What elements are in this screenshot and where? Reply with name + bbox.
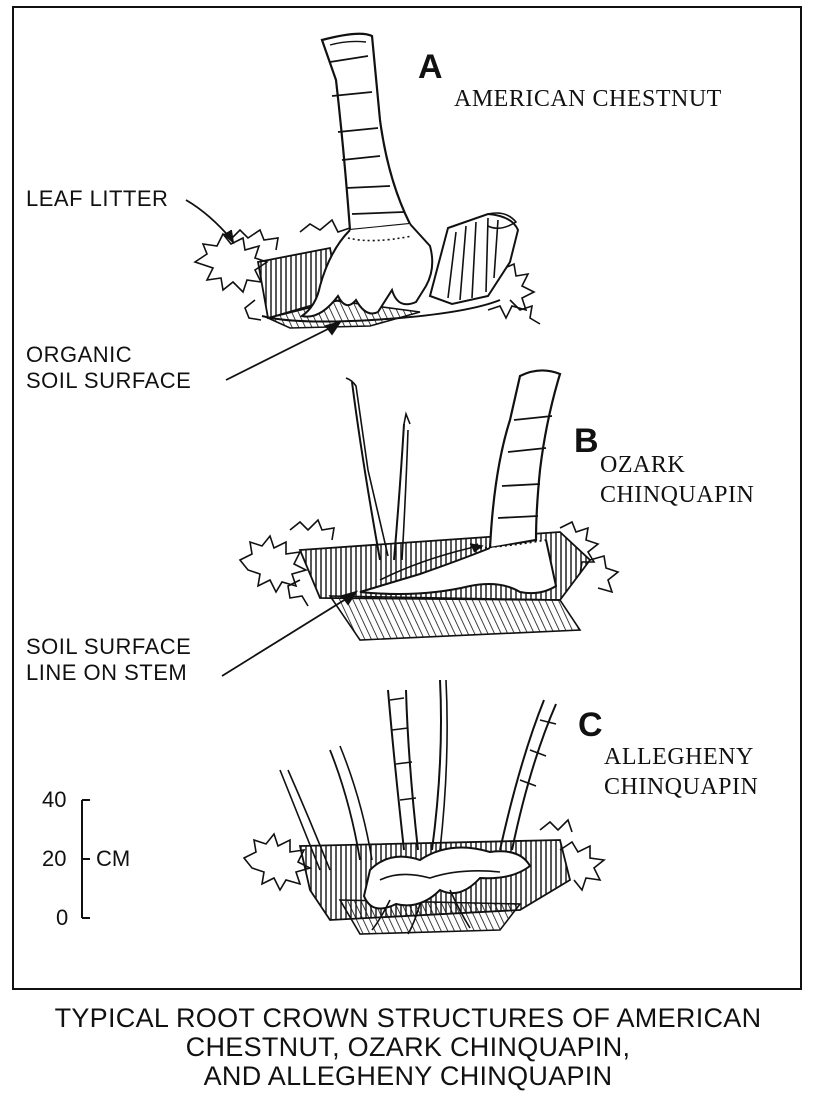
caption-line: CHESTNUT, OZARK CHINQUAPIN, [185, 1032, 631, 1062]
figure-caption: TYPICAL ROOT CROWN STRUCTURES OF AMERICA… [0, 1004, 816, 1091]
scale-unit: CM [96, 846, 131, 871]
panel-c-letter: C [578, 706, 603, 744]
organic-soil-label: ORGANIC SOIL SURFACE [26, 342, 191, 394]
panel-a-drawing [193, 32, 541, 329]
species-line: OZARK [600, 452, 686, 478]
panel-a-letter: A [418, 48, 443, 86]
panel-b-drawing [238, 369, 620, 641]
species-line: CHINQUAPIN [604, 774, 759, 800]
species-line: ALLEGHENY [604, 744, 754, 770]
scale-tick-40: 40 [42, 787, 67, 812]
caption-line: AND ALLEGHENY CHINQUAPIN [203, 1061, 613, 1091]
leaf-litter-pointer [185, 199, 235, 245]
species-line: CHINQUAPIN [600, 482, 755, 508]
panel-c-drawing [242, 679, 606, 935]
leaf-litter-label: LEAF LITTER [26, 186, 169, 211]
panel-c-species: ALLEGHENY CHINQUAPIN [604, 742, 758, 802]
label-line: LINE ON STEM [26, 660, 188, 685]
panel-a-species: AMERICAN CHESTNUT [454, 84, 722, 114]
leaf-litter-c [242, 832, 313, 892]
scale-bar [81, 799, 90, 919]
leaf-litter-b [238, 534, 309, 594]
leaf-litter-a [193, 232, 269, 294]
scale-tick-20: 20 [42, 846, 67, 871]
label-line: SOIL SURFACE [26, 634, 192, 659]
panel-b-letter: B [574, 422, 599, 460]
species-line: AMERICAN CHESTNUT [454, 86, 722, 112]
soil-line-label: SOIL SURFACE LINE ON STEM [26, 634, 191, 686]
label-line: SOIL SURFACE [26, 368, 192, 393]
scale-tick-0: 0 [56, 905, 69, 930]
soil-line-pointer [221, 590, 359, 677]
caption-line: TYPICAL ROOT CROWN STRUCTURES OF AMERICA… [54, 1003, 762, 1033]
figure-frame [12, 6, 802, 990]
label-line: ORGANIC [26, 342, 133, 367]
organic-soil-pointer [225, 320, 343, 381]
panel-b-species: OZARK CHINQUAPIN [600, 450, 754, 510]
